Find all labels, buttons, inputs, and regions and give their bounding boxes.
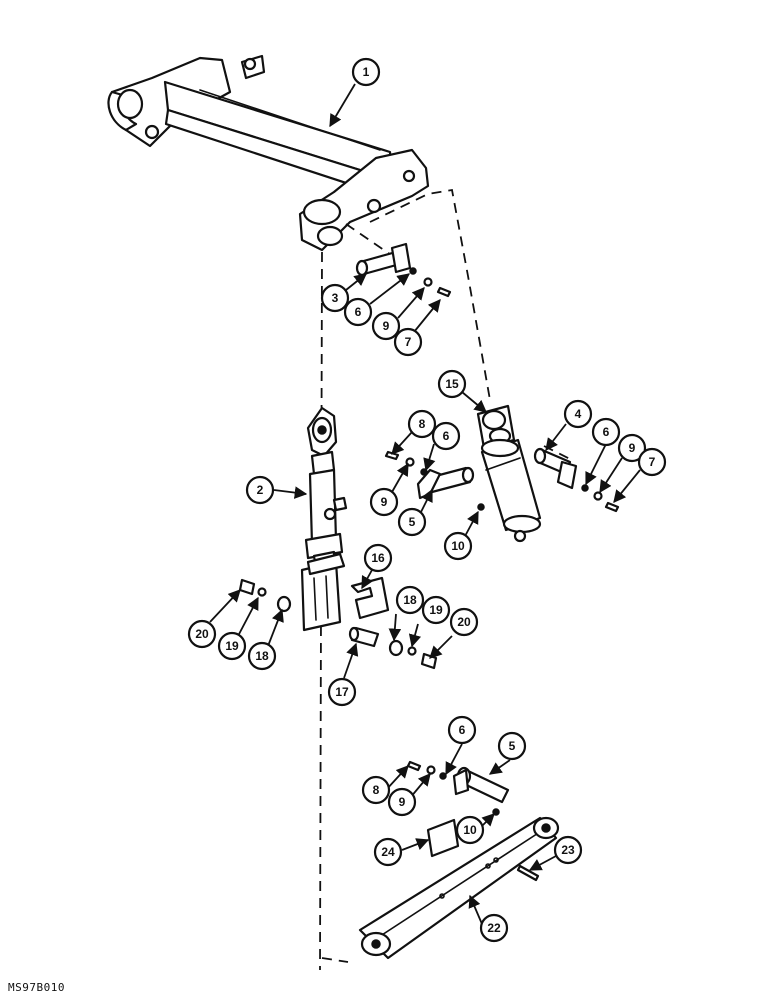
callout-label: 3: [332, 291, 339, 305]
callout: 15: [437, 369, 467, 399]
top-link: [304, 406, 348, 570]
callout: 10: [443, 531, 473, 561]
lift-cylinder: [476, 404, 542, 543]
callout: 5: [397, 507, 427, 537]
callout-label: 16: [371, 551, 385, 565]
callout: 3: [320, 283, 350, 313]
callout: 9: [371, 311, 401, 341]
callout: 24: [373, 837, 403, 867]
callout: 2: [245, 475, 275, 505]
callout-label: 5: [409, 515, 416, 529]
callout-label: 8: [373, 783, 380, 797]
callout-label: 10: [463, 823, 477, 837]
callout: 6: [591, 417, 621, 447]
callout: 9: [387, 787, 417, 817]
callout: 18: [247, 641, 277, 671]
callout: 7: [393, 327, 423, 357]
callout: 9: [617, 433, 647, 463]
pin-17: [348, 626, 380, 648]
alignment-line: [369, 188, 491, 401]
callout-label: 6: [603, 425, 610, 439]
callout: 16: [363, 543, 393, 573]
callout-label: 9: [399, 795, 406, 809]
callout: 8: [407, 409, 437, 439]
callout-label: 6: [459, 723, 466, 737]
callout-label: 1: [363, 65, 370, 79]
callout: 20: [449, 607, 479, 637]
callout: 1: [351, 57, 381, 87]
pin-4: [533, 447, 620, 513]
callout: 10: [455, 815, 485, 845]
rockshaft-assembly: [107, 54, 430, 252]
drawing-code: MS97B010: [8, 981, 65, 994]
callout-label: 2: [257, 483, 264, 497]
callout-label: 4: [575, 407, 582, 421]
callout-label: 18: [255, 649, 269, 663]
callout: 19: [421, 595, 451, 625]
callout-label: 5: [509, 739, 516, 753]
callout: 18: [395, 585, 425, 615]
callout-label: 9: [383, 319, 390, 333]
callout: 9: [369, 487, 399, 517]
callout-label: 10: [451, 539, 465, 553]
callout-label: 9: [629, 441, 636, 455]
callout: 22: [479, 913, 509, 943]
callout: 6: [447, 715, 477, 745]
callout-label: 19: [429, 603, 443, 617]
callout-label: 20: [195, 627, 209, 641]
callout-label: 23: [561, 843, 575, 857]
callout: 19: [217, 631, 247, 661]
hardware-clevis-left: [238, 578, 292, 613]
clevis: [300, 552, 346, 632]
callout-label: 6: [355, 305, 362, 319]
pin-3: [355, 242, 452, 298]
bolt-23: [516, 864, 540, 882]
callout-label: 7: [649, 455, 656, 469]
callout-label: 7: [405, 335, 412, 349]
leaders: [209, 83, 641, 925]
callout-label: 17: [335, 685, 349, 699]
callout-label: 6: [443, 429, 450, 443]
callout: 7: [637, 447, 667, 477]
clip-16: [350, 576, 390, 620]
callout-label: 19: [225, 639, 239, 653]
alignment-line: [321, 957, 349, 963]
callout: 17: [327, 677, 357, 707]
alignment-line: [345, 223, 411, 269]
lower-link: [358, 816, 560, 960]
callout-label: 9: [381, 495, 388, 509]
callout-label: 15: [445, 377, 459, 391]
plate-24: [426, 818, 460, 858]
pin-5-lower: [406, 760, 510, 816]
callout: 20: [187, 619, 217, 649]
callout: 4: [563, 399, 593, 429]
pin-5-upper: [384, 450, 485, 511]
callout-label: 8: [419, 417, 426, 431]
callout-label: 20: [457, 615, 471, 629]
callout: 8: [361, 775, 391, 805]
callout: 6: [431, 421, 461, 451]
callout: 23: [553, 835, 583, 865]
callout-label: 18: [403, 593, 417, 607]
callout: 5: [497, 731, 527, 761]
callout-label: 24: [381, 845, 395, 859]
callout-label: 22: [487, 921, 501, 935]
callout: 6: [343, 297, 373, 327]
